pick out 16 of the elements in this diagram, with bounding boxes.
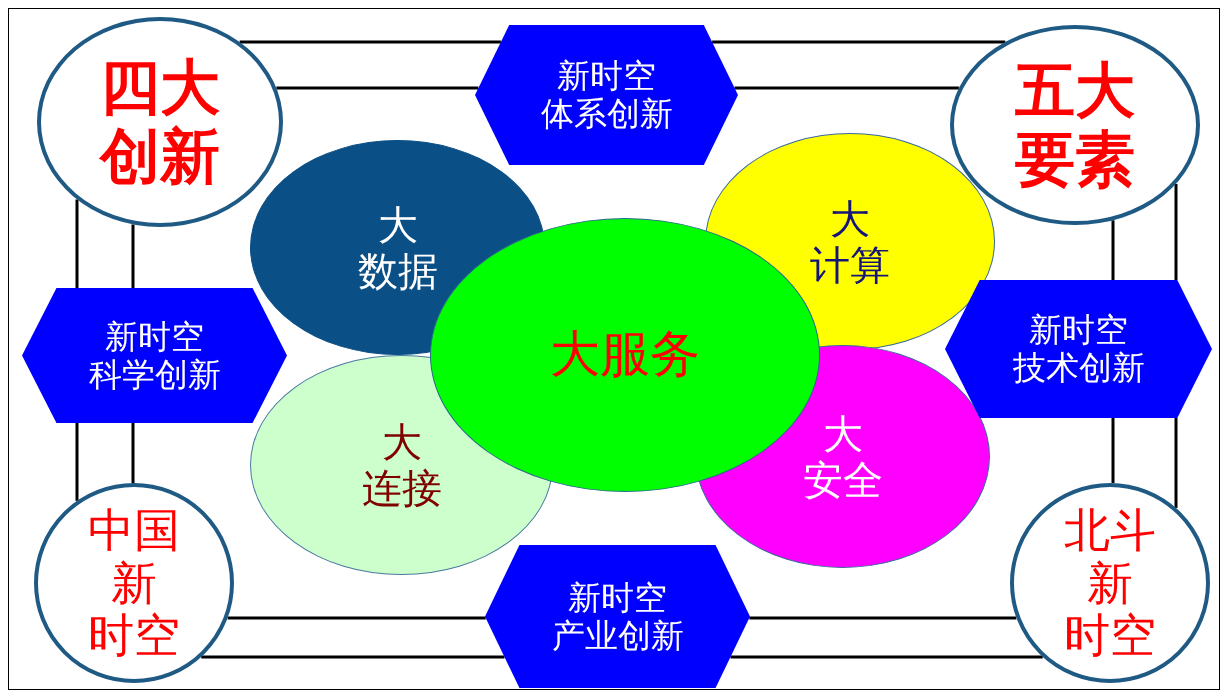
connector-line: [712, 40, 1006, 44]
connector-line: [276, 86, 479, 90]
heading-circle: 中国新时空: [34, 483, 234, 683]
connector-line: [1174, 418, 1178, 508]
heading-circle: 北斗新时空: [1010, 483, 1210, 683]
connector-line: [749, 616, 1017, 620]
connector-line: [734, 86, 959, 90]
connector-line: [201, 655, 505, 659]
connector-line: [227, 616, 486, 620]
connector-line: [131, 423, 135, 483]
heading-circle: 五大要素: [950, 25, 1200, 225]
connector-line: [75, 423, 79, 501]
connector-line: [730, 655, 1043, 659]
connector-line: [1111, 418, 1115, 484]
connector-line: [131, 224, 135, 288]
heading-circle: 四大创新: [37, 17, 283, 227]
